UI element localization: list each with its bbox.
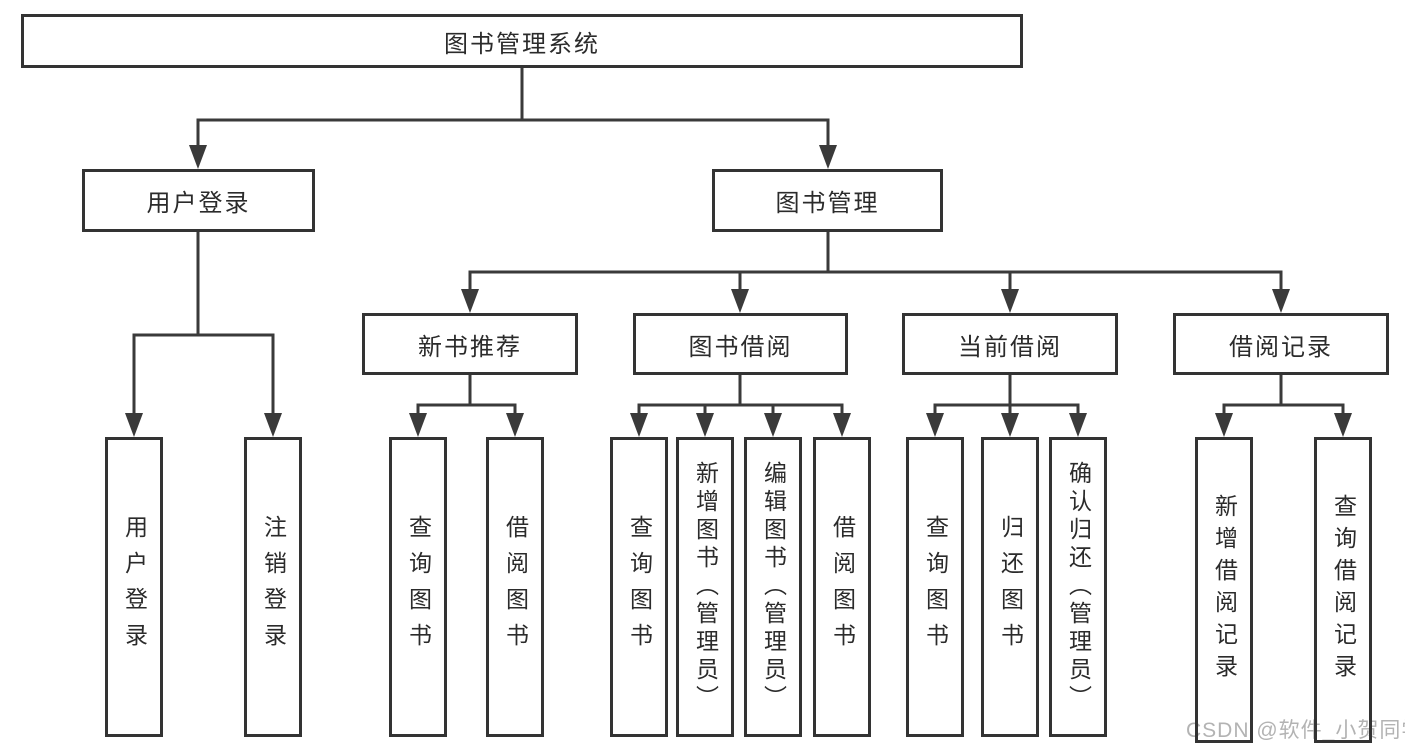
leaf-return-books-label: 归还图书	[997, 515, 1024, 659]
connector-new-book-rec-to-leaves	[409, 375, 524, 437]
leaf-add-books-admin: 新增图书（管理员）	[676, 437, 734, 737]
leaf-logout: 注销登录	[244, 437, 302, 737]
node-root-label: 图书管理系统	[444, 30, 600, 58]
node-root: 图书管理系统	[21, 14, 1023, 68]
leaf-query-books-3-label: 查询图书	[922, 515, 949, 659]
node-current-borrow-label: 当前借阅	[958, 333, 1062, 361]
leaf-borrow-books-2-label: 借阅图书	[829, 515, 856, 659]
leaf-query-books-1-label: 查询图书	[405, 515, 432, 659]
connector-current-borrow-to-leaves	[926, 375, 1087, 437]
watermark-text: CSDN @软件_小贺同学	[1186, 719, 1405, 742]
leaf-add-books-admin-label: 新增图书（管理员）	[692, 461, 719, 713]
node-current-borrow: 当前借阅	[902, 313, 1118, 375]
node-book-mgmt: 图书管理	[712, 169, 943, 232]
leaf-logout-label: 注销登录	[260, 515, 287, 659]
connector-user-login-to-leaves	[125, 232, 282, 437]
node-user-login: 用户登录	[82, 169, 315, 232]
node-borrow-record: 借阅记录	[1173, 313, 1389, 375]
node-book-mgmt-label: 图书管理	[775, 190, 880, 217]
leaf-query-books-2: 查询图书	[610, 437, 668, 737]
leaf-query-books-3: 查询图书	[906, 437, 964, 737]
node-book-borrow-label: 图书借阅	[688, 333, 793, 361]
node-borrow-record-label: 借阅记录	[1229, 333, 1333, 361]
leaf-confirm-return-admin: 确认归还（管理员）	[1049, 437, 1107, 737]
leaf-edit-books-admin-label: 编辑图书（管理员）	[760, 461, 787, 713]
leaf-query-books-2-label: 查询图书	[626, 515, 653, 659]
leaf-borrow-books-2: 借阅图书	[813, 437, 871, 737]
node-new-book-rec: 新书推荐	[362, 313, 578, 375]
leaf-confirm-return-admin-label: 确认归还（管理员）	[1065, 461, 1092, 713]
leaf-query-borrow-record: 查询借阅记录	[1314, 437, 1372, 743]
leaf-add-borrow-record: 新增借阅记录	[1195, 437, 1253, 743]
node-new-book-rec-label: 新书推荐	[418, 333, 522, 361]
leaf-borrow-books-1: 借阅图书	[486, 437, 544, 737]
connector-book-borrow-to-leaves	[630, 375, 851, 437]
leaf-return-books: 归还图书	[981, 437, 1039, 737]
leaf-add-borrow-record-label: 新增借阅记录	[1211, 494, 1238, 686]
leaf-user-login-label: 用户登录	[121, 515, 148, 659]
connector-root-to-level2	[189, 68, 837, 169]
connector-book-mgmt-to-level3	[461, 232, 1290, 313]
leaf-edit-books-admin: 编辑图书（管理员）	[744, 437, 802, 737]
leaf-borrow-books-1-label: 借阅图书	[502, 515, 529, 659]
leaf-query-borrow-record-label: 查询借阅记录	[1330, 494, 1357, 686]
connector-borrow-record-to-leaves	[1215, 375, 1352, 437]
leaf-user-login: 用户登录	[105, 437, 163, 737]
node-user-login-label: 用户登录	[146, 190, 251, 217]
node-book-borrow: 图书借阅	[633, 313, 848, 375]
leaf-query-books-1: 查询图书	[389, 437, 447, 737]
